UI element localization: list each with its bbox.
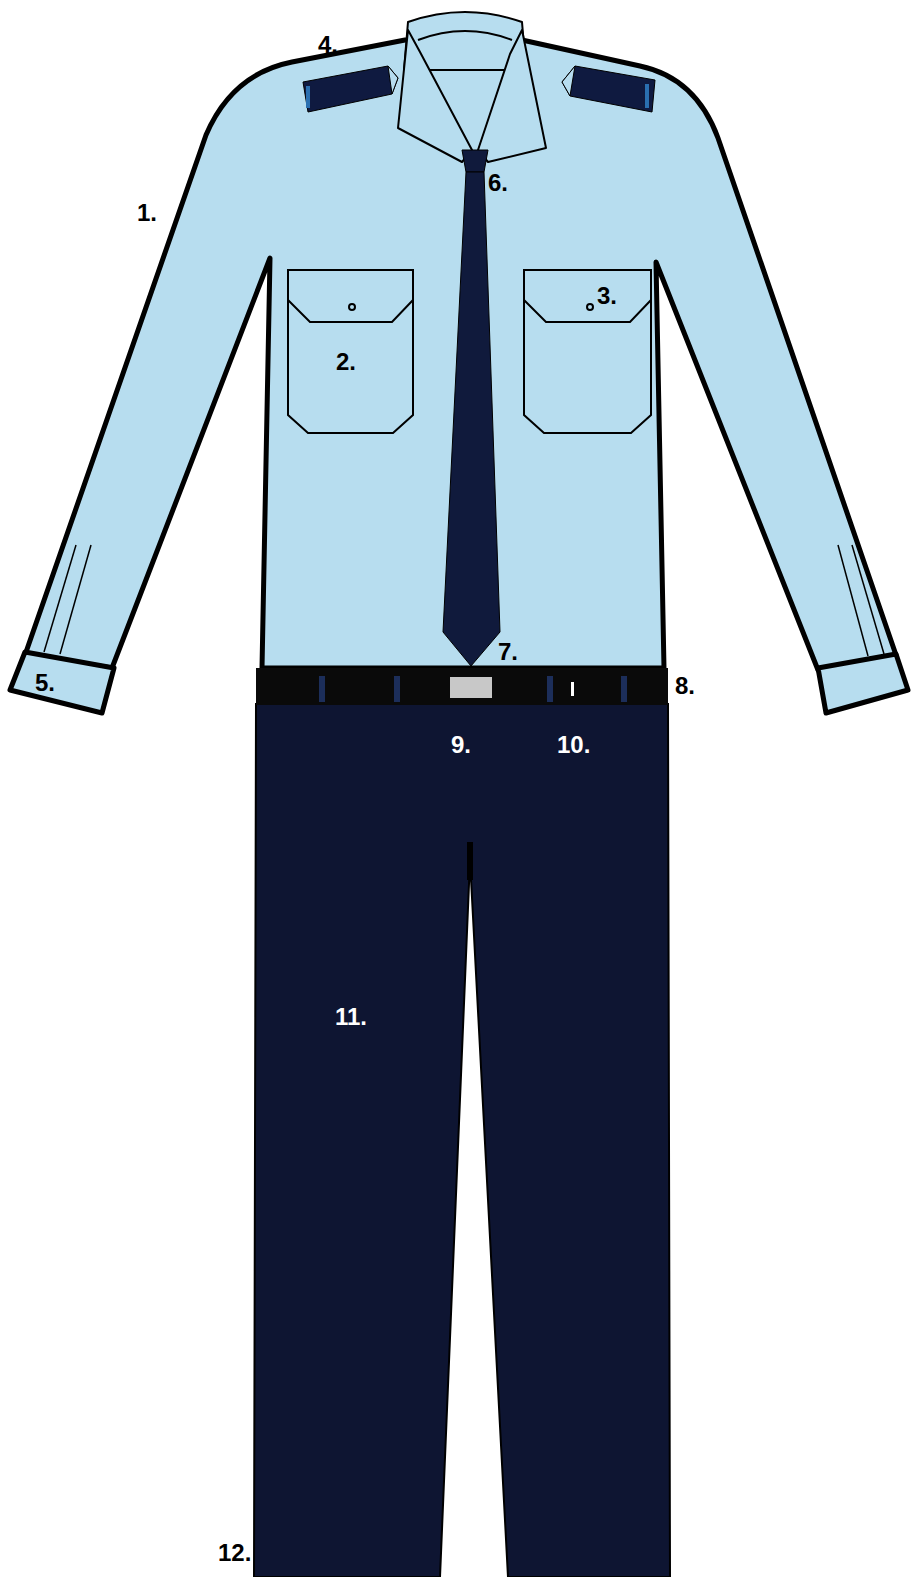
cuff bbox=[10, 652, 114, 713]
callout-number: 3. bbox=[597, 284, 617, 308]
callout-number: 12. bbox=[218, 1541, 251, 1565]
callout-number: 2. bbox=[336, 350, 356, 374]
callout-number: 4. bbox=[318, 33, 338, 57]
cuff bbox=[818, 654, 908, 713]
callout-number: 8. bbox=[675, 674, 695, 698]
trousers bbox=[254, 704, 670, 1577]
callout-number: 1. bbox=[137, 201, 157, 225]
callout-number: 7. bbox=[498, 640, 518, 664]
callout-number: 6. bbox=[488, 171, 508, 195]
callout-number: 11. bbox=[335, 1005, 367, 1029]
tie bbox=[443, 150, 500, 666]
callout-number: 5. bbox=[35, 671, 55, 695]
collar bbox=[398, 12, 546, 162]
belt bbox=[256, 668, 668, 705]
epaulette bbox=[303, 66, 655, 112]
callout-number: 9. bbox=[451, 733, 471, 757]
trouser-crotch bbox=[467, 842, 473, 880]
callout-number: 10. bbox=[557, 733, 590, 757]
